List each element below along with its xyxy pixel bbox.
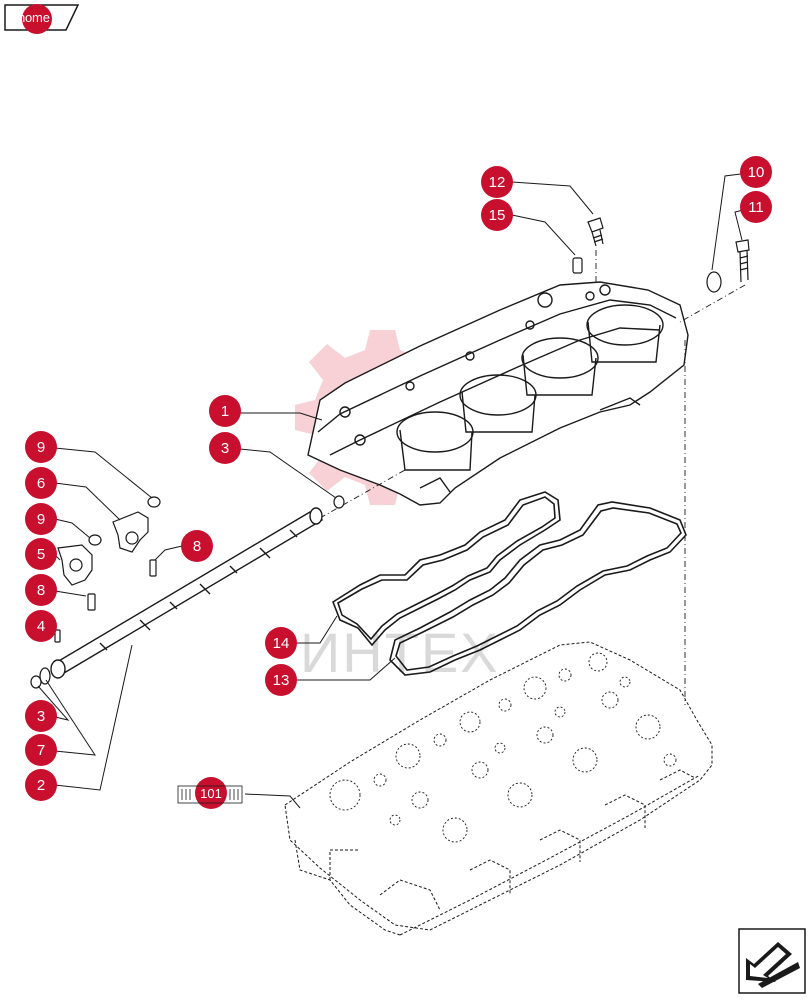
next-page-arrow-icon: [738, 928, 806, 994]
nut-9-lower: [88, 534, 102, 546]
callout-badge: [25, 431, 57, 463]
callout-number: 14: [273, 635, 290, 652]
callout-number: 3: [221, 440, 229, 457]
next-page-button[interactable]: [738, 928, 806, 994]
nut-9-upper: [147, 496, 161, 508]
callout-badge: [209, 432, 241, 464]
callout-3[interactable]: 3: [209, 432, 241, 464]
callout-badge: [740, 191, 772, 223]
callout-badge: [481, 199, 513, 231]
callout-12[interactable]: 12: [481, 166, 513, 198]
callout-number: 2: [37, 777, 45, 794]
callout-1[interactable]: 1: [209, 395, 241, 427]
callout-number: 9: [37, 439, 45, 456]
rocker-arm-6: [112, 511, 149, 553]
reference-bracket-101: [177, 785, 243, 804]
callout-8[interactable]: 8: [181, 530, 213, 562]
callout-number: 9: [37, 511, 45, 528]
callout-badge: [25, 467, 57, 499]
callout-9[interactable]: 9: [25, 503, 57, 535]
rocker-arm-5: [57, 544, 93, 586]
plug-3-top: [333, 495, 345, 509]
rocker-housing: [307, 281, 689, 506]
callout-badge: [265, 627, 297, 659]
callout-number: 13: [273, 672, 290, 689]
callout-15[interactable]: 15: [481, 199, 513, 231]
callout-9[interactable]: 9: [25, 431, 57, 463]
callout-badge: [25, 769, 57, 801]
pin-15: [572, 257, 583, 274]
plug-3-end: [30, 675, 42, 689]
bolt-11: [735, 239, 750, 283]
callout-101[interactable]: 101: [195, 777, 227, 809]
callout-number: 5: [37, 546, 45, 563]
callout-4[interactable]: 4: [25, 610, 57, 642]
callout-10[interactable]: 10: [740, 156, 772, 188]
pin-4: [54, 629, 61, 643]
callout-number: 8: [193, 538, 201, 555]
callout-14[interactable]: 14: [265, 627, 297, 659]
screw-8-lower: [87, 593, 96, 611]
cylinder-head: [284, 641, 713, 936]
callout-7[interactable]: 7: [25, 734, 57, 766]
callout-5[interactable]: 5: [25, 538, 57, 570]
callout-6[interactable]: 6: [25, 467, 57, 499]
callout-badge: [25, 610, 57, 642]
callout-number: 6: [37, 475, 45, 492]
callout-3[interactable]: 3: [25, 700, 57, 732]
home-tab[interactable]: home: [4, 4, 80, 34]
washer-10: [706, 271, 722, 293]
callout-number: 4: [37, 618, 45, 635]
callout-number: 12: [489, 174, 506, 191]
rocker-shaft: [50, 507, 324, 679]
watermark-text: ИНТЕХ: [300, 621, 500, 684]
callout-number: 3: [37, 708, 45, 725]
callout-2[interactable]: 2: [25, 769, 57, 801]
callout-number: 11: [748, 199, 764, 216]
callout-8[interactable]: 8: [25, 574, 57, 606]
callout-badge: [25, 700, 57, 732]
gasket-outer: [389, 501, 687, 676]
callout-number: 8: [37, 582, 45, 599]
callout-number: 101: [200, 786, 222, 801]
callout-number: 7: [37, 742, 45, 759]
home-label: home: [18, 10, 50, 25]
callout-badge: [25, 574, 57, 606]
leader-lines: [37, 171, 757, 809]
ring-7: [39, 667, 51, 685]
callout-badge: [209, 395, 241, 427]
callout-badge: [195, 777, 227, 809]
callout-badge: [740, 156, 772, 188]
callout-number: 1: [221, 403, 229, 420]
callout-number: 10: [748, 164, 765, 181]
callout-number: 15: [489, 207, 506, 224]
home-badge: [22, 4, 52, 34]
callout-badge: [25, 734, 57, 766]
assembly-guides: [319, 250, 746, 705]
callout-badge: [265, 664, 297, 696]
screw-8-upper: [149, 559, 157, 577]
callout-badge: [181, 530, 213, 562]
callout-11[interactable]: 11: [740, 191, 772, 223]
gasket-inner: [332, 491, 561, 647]
callout-badge: [25, 538, 57, 570]
callout-badge: [25, 503, 57, 535]
callout-badge: [481, 166, 513, 198]
cylinder-head-holes: [329, 652, 677, 843]
bolt-12: [587, 217, 604, 247]
callout-13[interactable]: 13: [265, 664, 297, 696]
